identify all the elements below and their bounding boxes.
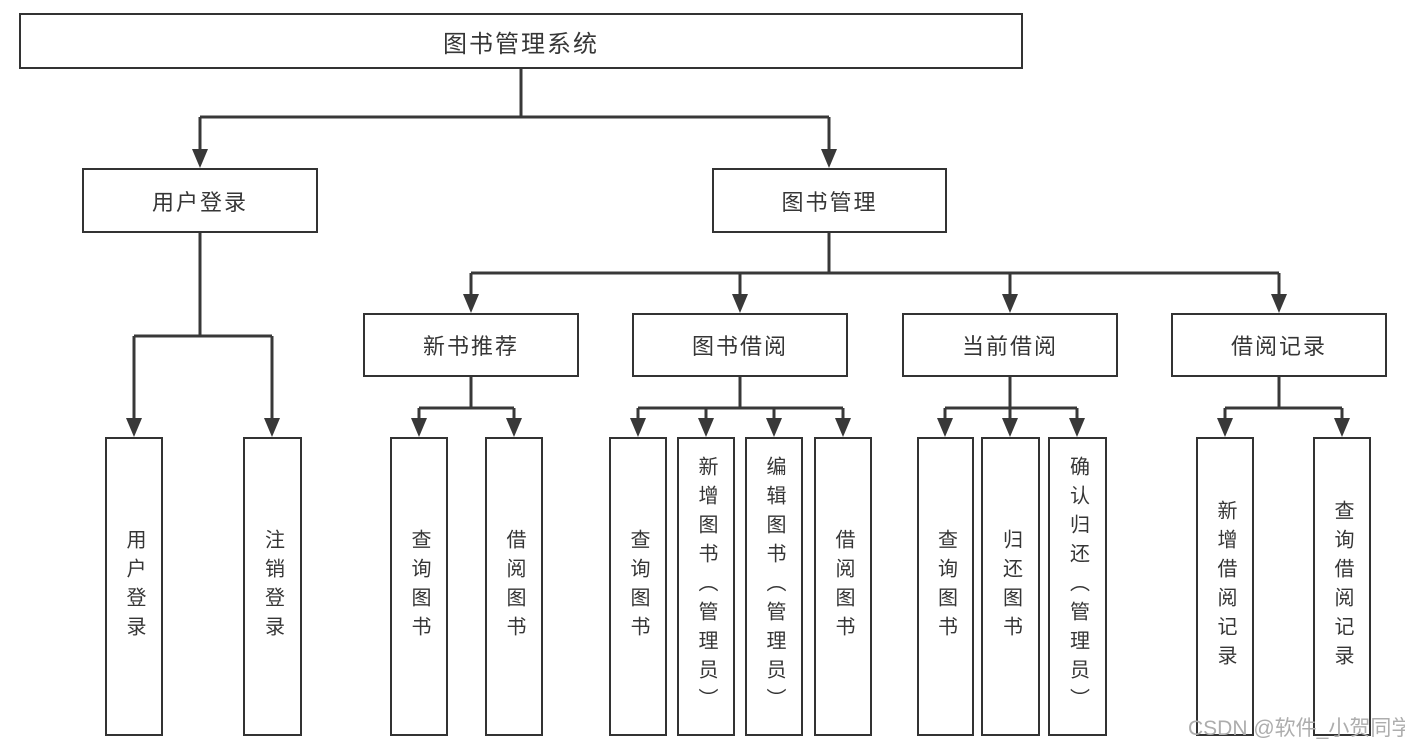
arrowhead-icon (698, 418, 714, 437)
arrowhead-icon (411, 418, 427, 437)
connector-line (943, 377, 1079, 424)
arrowhead-icon (1002, 294, 1018, 313)
node-query-books-2: 查询图书 (609, 437, 667, 736)
node-borrowing-records: 借阅记录 (1171, 313, 1387, 377)
node-query-books-1: 查询图书 (390, 437, 448, 736)
arrowhead-icon (1334, 418, 1350, 437)
arrowhead-icon (937, 418, 953, 437)
node-logout-action: 注销登录 (243, 437, 302, 736)
node-query-books-3: 查询图书 (917, 437, 974, 736)
node-user-login-action: 用户登录 (105, 437, 163, 736)
node-return-books: 归还图书 (981, 437, 1040, 736)
connector-line (469, 233, 1281, 300)
node-borrow-books-1: 借阅图书 (485, 437, 543, 736)
arrowhead-icon (463, 294, 479, 313)
node-borrow-books-2: 借阅图书 (814, 437, 872, 736)
arrowhead-icon (766, 418, 782, 437)
connector-line (132, 233, 274, 424)
connector-line (636, 377, 845, 424)
node-edit-books-admin: 编辑图书（管理员） (745, 437, 803, 736)
node-confirm-return-admin: 确认归还（管理员） (1048, 437, 1107, 736)
arrowhead-icon (1002, 418, 1018, 437)
node-book-management: 图书管理 (712, 168, 947, 233)
connector-line (417, 377, 516, 424)
arrowhead-icon (821, 149, 837, 168)
node-book-borrowing: 图书借阅 (632, 313, 848, 377)
node-add-books-admin: 新增图书（管理员） (677, 437, 735, 736)
arrowhead-icon (506, 418, 522, 437)
arrowhead-icon (126, 418, 142, 437)
connector-line (1223, 377, 1344, 424)
node-new-book-recommend: 新书推荐 (363, 313, 579, 377)
arrowhead-icon (630, 418, 646, 437)
arrowhead-icon (1217, 418, 1233, 437)
arrowhead-icon (835, 418, 851, 437)
arrowhead-icon (1069, 418, 1085, 437)
arrowhead-icon (1271, 294, 1287, 313)
arrowhead-icon (264, 418, 280, 437)
node-add-borrow-record: 新增借阅记录 (1196, 437, 1254, 736)
arrowhead-icon (192, 149, 208, 168)
arrowhead-icon (732, 294, 748, 313)
node-current-borrowing: 当前借阅 (902, 313, 1118, 377)
node-root: 图书管理系统 (19, 13, 1023, 69)
node-query-borrow-record: 查询借阅记录 (1313, 437, 1371, 736)
connector-line (198, 69, 831, 155)
node-user-login: 用户登录 (82, 168, 318, 233)
csdn-watermark: CSDN @软件_小贺同学 (1188, 717, 1405, 740)
